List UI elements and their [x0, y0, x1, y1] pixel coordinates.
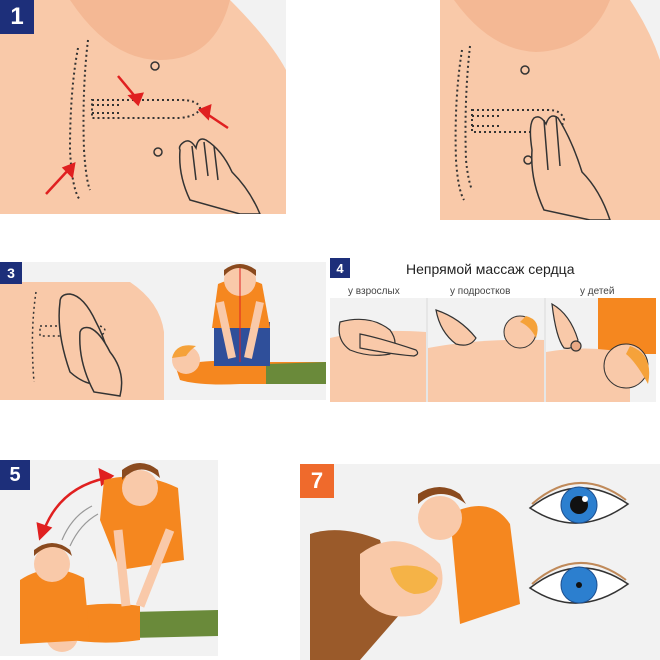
ribcage-dotted-outline-icon	[31, 291, 106, 383]
caption-teens: у подростков	[450, 286, 511, 297]
panel-7-breath-and-pupil-check: 7	[300, 464, 660, 660]
hand-icon	[529, 115, 611, 220]
panel-2-illustration	[440, 0, 660, 220]
panel-3-rescuer-scene	[168, 262, 326, 400]
panel-1-badge: 1	[0, 0, 34, 34]
neck-shadow	[454, 0, 610, 52]
hand-icon	[435, 309, 477, 346]
teen-compression-scene	[428, 298, 544, 402]
motion-lines	[61, 505, 99, 547]
panel-2-finger-placement	[440, 0, 660, 220]
hand-icon	[178, 138, 261, 214]
panel-4-illustration	[330, 298, 656, 402]
panel-5-illustration	[20, 463, 218, 652]
panel-4-compression-by-age: 4 Непрямой массаж сердца у взрослых у по…	[330, 258, 656, 402]
eye-icon	[528, 481, 630, 524]
child-hair	[626, 346, 650, 384]
adult-compression-scene	[330, 298, 426, 402]
panel-7-illustration	[310, 481, 630, 660]
rescuer-hand	[390, 565, 438, 594]
caption-adults: у взрослых	[348, 286, 400, 297]
rescuer-head-bottom	[34, 546, 70, 582]
rescuer-hair-bottom	[34, 543, 72, 556]
ribcage-dotted-outline-icon	[68, 39, 202, 201]
hand-icon	[551, 302, 582, 352]
breath-check-scene	[310, 487, 520, 660]
victim-legs	[130, 610, 218, 638]
victim-hair	[172, 345, 196, 358]
child-compression-scene	[546, 298, 656, 402]
panel-5-badge: 5	[0, 460, 30, 490]
panel-5-rescue-breathing: 5	[0, 460, 218, 656]
torso-shape	[440, 0, 660, 220]
panel-1-illustration	[0, 0, 286, 214]
rescuer-arms-top	[113, 528, 175, 608]
panel-1-sternum-location: 1	[0, 0, 286, 214]
red-arrow-icon	[45, 75, 229, 195]
nipple-left	[520, 65, 530, 75]
panel-3-left-chest	[0, 262, 164, 400]
curved-arrow-icon	[36, 467, 115, 541]
hand-icon	[338, 318, 419, 357]
rescuer-hair	[418, 487, 466, 504]
victim-legs	[266, 362, 326, 384]
nipple-left	[150, 61, 160, 71]
rescuer-head	[418, 496, 462, 540]
eye-icon	[528, 561, 630, 604]
panel-4-badge: 4	[330, 258, 350, 278]
rescuer-hair-top	[122, 463, 160, 480]
rescuer-shirt-bottom	[20, 569, 90, 644]
teen-hair	[520, 316, 538, 338]
pupil-bottom	[576, 582, 582, 588]
panel-4-title: Непрямой массаж сердца	[406, 261, 575, 277]
panel-7-badge: 7	[300, 464, 334, 498]
panel-3-illustration	[0, 262, 326, 400]
neck-shadow	[70, 0, 230, 60]
rescuer-hair	[224, 264, 256, 276]
rescuer-shirt	[450, 506, 520, 624]
caption-children: у детей	[580, 286, 615, 297]
rescuer-arms	[216, 301, 264, 359]
rescuer-head-top	[122, 470, 158, 506]
nipple-right	[153, 147, 163, 157]
hand-icon	[58, 293, 123, 397]
panel-3-badge: 3	[0, 262, 22, 284]
panel-3-hand-position-compression: 3	[0, 262, 326, 400]
